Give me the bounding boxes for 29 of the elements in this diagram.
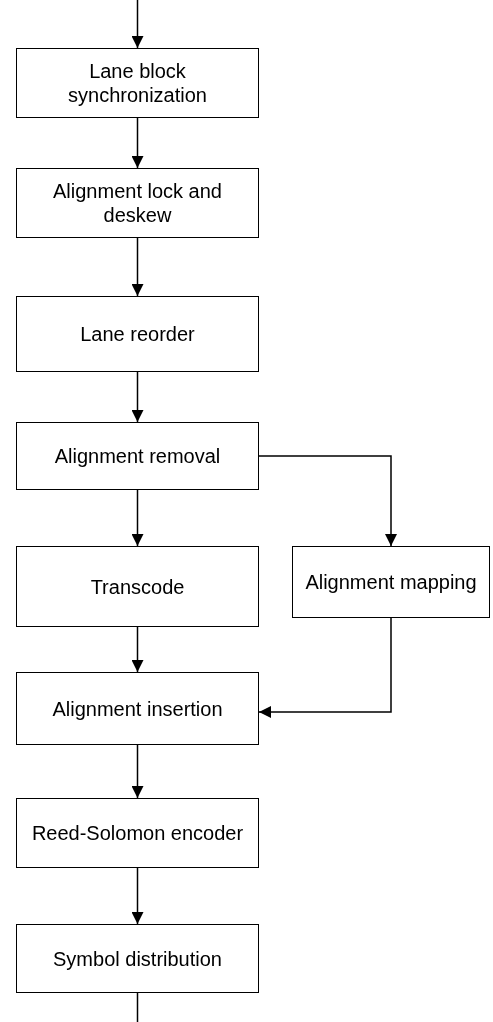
process-box xyxy=(16,798,259,868)
arrow xyxy=(131,237,144,297)
arrow xyxy=(131,0,144,49)
connector-line xyxy=(136,992,139,1022)
box-label: Transcode xyxy=(89,574,186,599)
process-box xyxy=(16,168,259,238)
box-label: Alignment lock and deskew xyxy=(52,179,223,227)
arrow xyxy=(131,626,144,673)
arrow xyxy=(131,867,144,925)
box-label: Alignment insertion xyxy=(51,696,224,721)
process-box xyxy=(16,296,259,372)
arrow xyxy=(131,744,144,799)
process-box xyxy=(16,546,259,627)
process-box xyxy=(16,672,259,745)
box-label: Reed-Solomon encoder xyxy=(30,821,245,845)
process-box xyxy=(16,48,259,118)
process-box xyxy=(16,422,259,490)
box-label: Alignment mapping xyxy=(304,570,478,594)
arrow xyxy=(131,117,144,169)
box-label: Lane reorder xyxy=(79,322,196,346)
arrow xyxy=(131,371,144,423)
arrow xyxy=(131,489,144,547)
arrow xyxy=(258,455,397,547)
box-label: Symbol distribution xyxy=(52,946,223,971)
box-label: Alignment removal xyxy=(53,444,222,468)
box-label: Lane block synchronization xyxy=(67,59,208,107)
arrow xyxy=(258,617,392,718)
process-box xyxy=(292,546,490,618)
process-box xyxy=(16,924,259,993)
